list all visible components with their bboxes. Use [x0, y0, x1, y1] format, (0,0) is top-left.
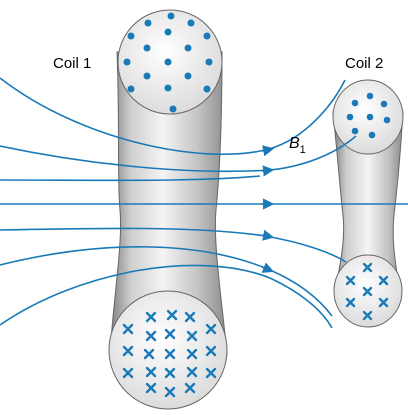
field-line-1	[0, 77, 346, 155]
cross-marker	[186, 330, 198, 342]
dot-marker	[346, 113, 354, 121]
field-label: B1	[289, 135, 306, 156]
cross-marker	[184, 382, 196, 394]
dot-marker	[169, 105, 177, 113]
field-arrow-2	[261, 165, 275, 177]
field-subscript: 1	[300, 144, 306, 156]
cross-marker	[122, 345, 134, 357]
dot-marker	[164, 58, 172, 66]
dot-marker	[203, 32, 211, 40]
cross-marker	[164, 348, 176, 360]
field-symbol: B	[289, 135, 300, 152]
cross-marker	[345, 297, 356, 308]
field-lines	[0, 77, 408, 329]
cross-marker	[205, 323, 217, 335]
dot-marker	[164, 84, 172, 92]
cross-marker	[164, 367, 176, 379]
cross-marker	[164, 386, 176, 398]
cross-marker	[345, 275, 356, 286]
dot-marker	[205, 58, 213, 66]
cross-marker	[378, 275, 389, 286]
dot-marker	[144, 19, 152, 27]
dot-marker	[143, 44, 151, 52]
dot-marker	[366, 92, 374, 100]
coil-1-current-dots	[123, 12, 213, 113]
cross-marker	[362, 310, 373, 321]
dot-marker	[383, 116, 391, 124]
dot-marker	[366, 113, 374, 121]
cross-marker	[145, 382, 157, 394]
cross-marker	[122, 323, 134, 335]
cross-marker	[122, 367, 134, 379]
field-arrow-1	[261, 145, 275, 157]
dot-marker	[143, 72, 151, 80]
cross-marker	[186, 348, 198, 360]
dot-marker	[203, 85, 211, 93]
field-arrow-4	[261, 229, 275, 241]
field-line-5	[0, 227, 347, 263]
dot-marker	[351, 127, 359, 135]
coil-2-current-crosses	[345, 262, 389, 321]
cross-marker	[205, 367, 217, 379]
field-line-7	[0, 264, 333, 329]
dot-marker	[351, 99, 359, 107]
dot-marker	[123, 58, 131, 66]
dot-marker	[187, 19, 195, 27]
field-arrow-5	[261, 262, 275, 273]
cross-marker	[186, 366, 198, 378]
cross-marker	[362, 262, 373, 273]
cross-marker	[166, 309, 178, 321]
dot-marker	[368, 131, 376, 139]
field-line-2	[0, 135, 357, 173]
cross-marker	[145, 366, 157, 378]
cross-marker	[378, 297, 389, 308]
coil-2-label: Coil 2	[345, 55, 383, 72]
field-line-3	[0, 175, 261, 182]
cross-marker	[143, 348, 155, 360]
coil-2-current-dots	[346, 92, 391, 139]
cross-marker	[164, 328, 176, 340]
dot-marker	[380, 100, 388, 108]
cross-marker	[184, 311, 196, 323]
dot-marker	[184, 44, 192, 52]
cross-marker	[205, 345, 217, 357]
cross-marker	[362, 286, 373, 297]
field-line-6	[0, 246, 333, 317]
dot-marker	[127, 32, 135, 40]
dot-marker	[127, 85, 135, 93]
cross-marker	[145, 330, 157, 342]
coil-1-label: Coil 1	[53, 55, 91, 72]
dot-marker	[167, 12, 175, 20]
dot-marker	[164, 28, 172, 36]
cross-marker	[145, 311, 157, 323]
coil-1-bottom-face	[108, 290, 228, 410]
coil-1-current-crosses	[122, 309, 217, 398]
dot-marker	[184, 72, 192, 80]
